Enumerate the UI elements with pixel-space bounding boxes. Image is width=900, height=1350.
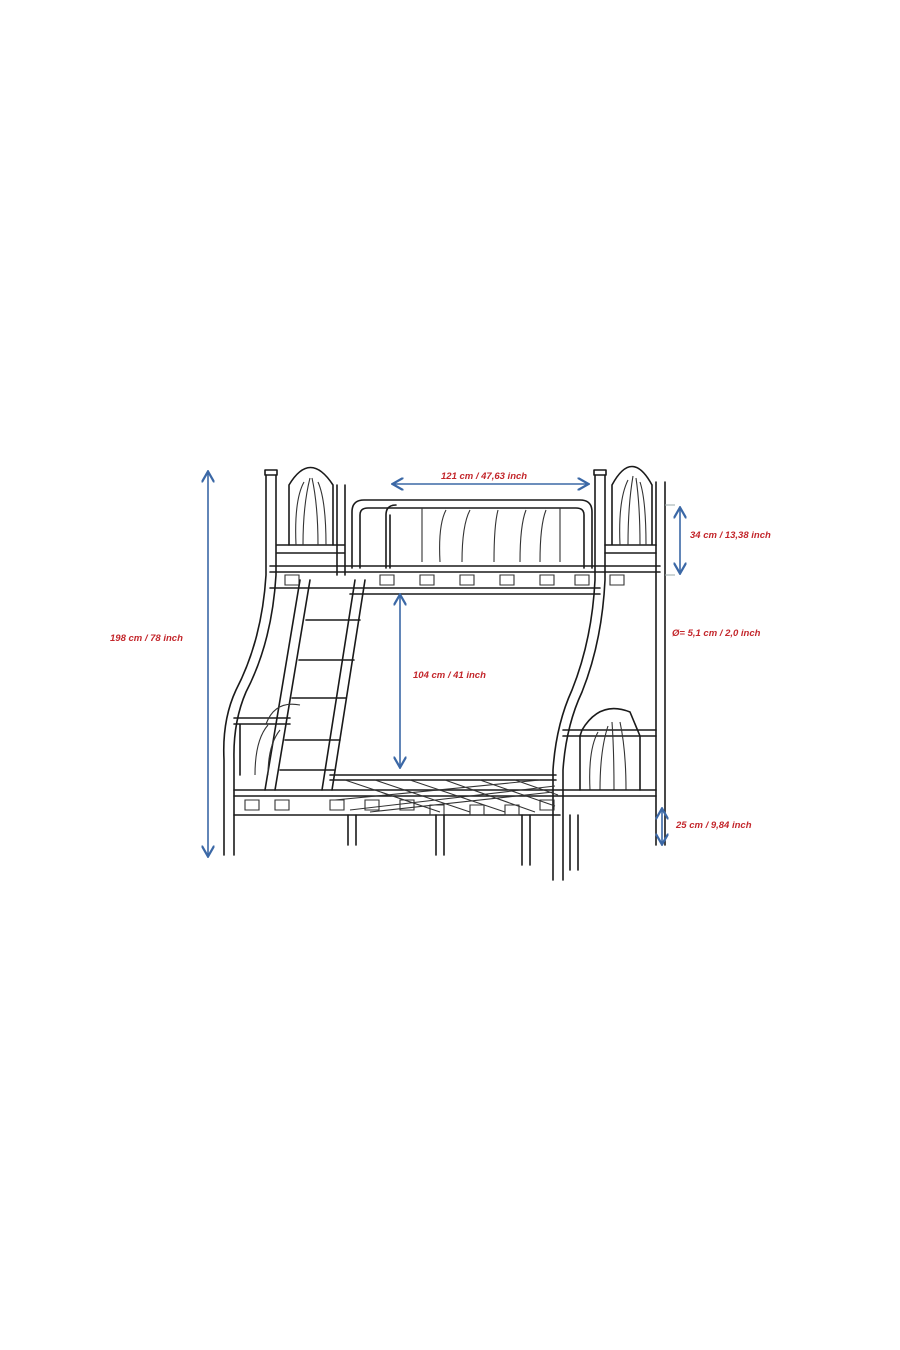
bunk-bed-drawing (222, 465, 666, 881)
guard-height-label: 34 cm / 13,38 inch (690, 530, 771, 541)
bunk-clearance-label: 104 cm / 41 inch (413, 670, 486, 681)
total-height-label: 198 cm / 78 inch (110, 633, 183, 644)
floor-clearance-label: 25 cm / 9,84 inch (675, 820, 752, 831)
tube-diameter-label: Ø= 5,1 cm / 2,0 inch (672, 628, 761, 639)
width-label: 121 cm / 47,63 inch (441, 471, 527, 482)
